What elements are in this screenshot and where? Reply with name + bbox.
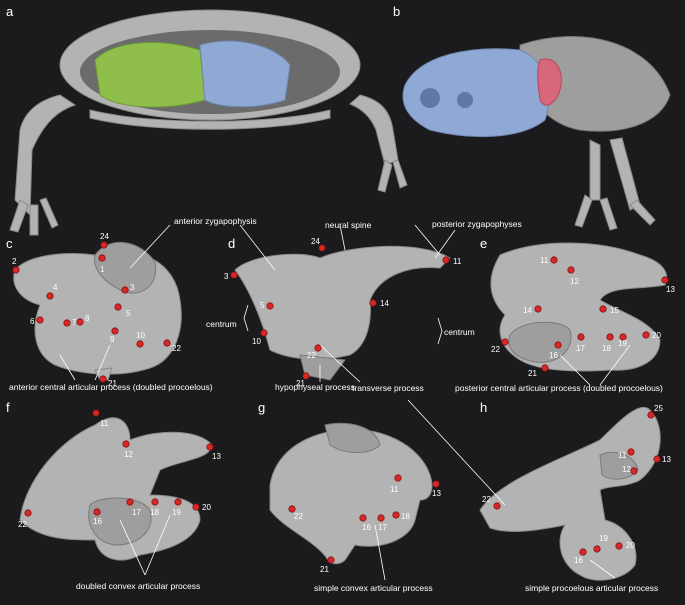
lm-e-14: 14 <box>523 306 532 315</box>
panel-label-f: f <box>6 400 10 415</box>
lm-c-7: 7 <box>72 318 77 327</box>
panel-label-c: c <box>6 236 13 251</box>
landmarks-panel-e: 11 12 13 14 15 22 16 17 18 19 20 21 <box>491 256 675 378</box>
panel-label-h: h <box>480 400 488 415</box>
lm-e-17: 17 <box>576 344 585 353</box>
lm-f-20: 20 <box>202 503 211 512</box>
lm-e-13: 13 <box>666 285 675 294</box>
lm-c-22: 22 <box>172 344 181 353</box>
lm-c-21: 21 <box>108 379 117 388</box>
lm-c-10: 10 <box>136 331 145 340</box>
panel-label-e: e <box>480 236 488 251</box>
lm-e-15: 15 <box>610 306 619 315</box>
lm-h-19: 19 <box>599 534 608 543</box>
lm-c-3: 3 <box>130 283 135 292</box>
panel-b-turtle-side <box>402 36 671 231</box>
lm-d-10: 10 <box>252 337 261 346</box>
landmarks-panel-c: 2 24 1 3 4 5 6 7 8 9 10 22 21 <box>12 232 181 388</box>
lm-g-21: 21 <box>320 565 329 574</box>
leader-lines <box>59 224 631 581</box>
panel-h-vertebra <box>479 406 661 581</box>
lm-h-25: 25 <box>654 404 663 413</box>
panel-c-vertebra <box>13 241 182 381</box>
landmarks-panel-d: 24 11 3 14 5 10 22 21 <box>224 237 462 388</box>
label-doubled-convex: doubled convex articular process <box>76 581 201 591</box>
lm-d-14: 14 <box>380 299 389 308</box>
label-anterior-zygapophysis: anterior zygapophysis <box>174 216 257 226</box>
lm-c-8: 8 <box>85 314 90 323</box>
lm-f-11: 11 <box>100 419 109 428</box>
lm-g-16: 16 <box>362 523 371 532</box>
lm-g-18: 18 <box>401 512 410 521</box>
lm-e-22: 22 <box>491 345 500 354</box>
lm-e-20: 20 <box>652 331 661 340</box>
label-transverse-process: transverse process <box>352 383 424 393</box>
lm-g-17: 17 <box>378 523 387 532</box>
label-simple-convex: simple convex articular process <box>314 583 433 593</box>
lm-c-9: 9 <box>110 335 115 344</box>
lm-d-11: 11 <box>453 257 462 266</box>
label-centrum-right: centrum <box>444 327 475 337</box>
lm-g-13: 13 <box>432 489 441 498</box>
lm-c-6: 6 <box>30 317 35 326</box>
lm-d-3: 3 <box>224 272 229 281</box>
lm-d-24: 24 <box>311 237 320 246</box>
panel-a-turtle-front <box>9 9 408 236</box>
lm-e-19: 19 <box>618 339 627 348</box>
lm-d-5: 5 <box>260 301 265 310</box>
lm-f-19: 19 <box>172 508 181 517</box>
lm-f-12: 12 <box>124 450 133 459</box>
label-posterior-zygapophyses: posterior zygapophyses <box>432 219 522 229</box>
lm-f-17: 17 <box>132 508 141 517</box>
label-neural-spine: neural spine <box>325 220 372 230</box>
panel-g-vertebra <box>269 422 433 565</box>
lm-g-22: 22 <box>294 512 303 521</box>
lm-f-18: 18 <box>150 508 159 517</box>
panel-label-d: d <box>228 236 236 251</box>
lm-e-16: 16 <box>549 351 558 360</box>
lm-h-16: 16 <box>574 556 583 565</box>
landmarks-panel-g: 11 13 22 16 17 18 21 <box>288 474 441 574</box>
label-anterior-central: anterior central articular process (doub… <box>9 382 213 392</box>
label-centrum-left: centrum <box>206 319 237 329</box>
lm-f-16: 16 <box>93 517 102 526</box>
lm-c-1: 1 <box>100 265 105 274</box>
panel-label-g: g <box>258 400 266 415</box>
lm-c-4: 4 <box>53 283 58 292</box>
lm-d-21: 21 <box>296 379 305 388</box>
lm-e-12: 12 <box>570 277 579 286</box>
label-hypophyseal-process: hypophyseal process <box>275 382 355 392</box>
lm-e-11: 11 <box>540 256 549 265</box>
lm-c-24: 24 <box>100 232 109 241</box>
lm-c-2: 2 <box>12 257 17 266</box>
panel-label-a: a <box>6 4 14 19</box>
panel-d-vertebra <box>234 245 451 381</box>
lm-h-12: 12 <box>622 465 631 474</box>
lm-h-20: 20 <box>626 541 635 550</box>
landmarks-panel-h: 25 11 13 12 22 19 20 16 <box>482 404 671 565</box>
lm-h-13: 13 <box>662 455 671 464</box>
lm-h-11: 11 <box>618 451 627 460</box>
lm-f-22: 22 <box>18 520 27 529</box>
lm-g-11: 11 <box>390 485 399 494</box>
panel-f-vertebra <box>19 417 213 561</box>
label-posterior-central: posterior central articular process (dou… <box>455 383 663 393</box>
lm-h-22: 22 <box>482 495 491 504</box>
panel-label-b: b <box>393 4 401 19</box>
landmarks-panel-f: 11 12 13 22 16 17 18 19 20 <box>18 409 221 529</box>
lm-e-21: 21 <box>528 369 537 378</box>
lm-d-22: 22 <box>307 351 316 360</box>
lm-e-18: 18 <box>602 344 611 353</box>
lm-c-5: 5 <box>126 309 131 318</box>
label-simple-procoelous: simple procoelous articular process <box>525 583 659 593</box>
lm-f-13: 13 <box>212 452 221 461</box>
